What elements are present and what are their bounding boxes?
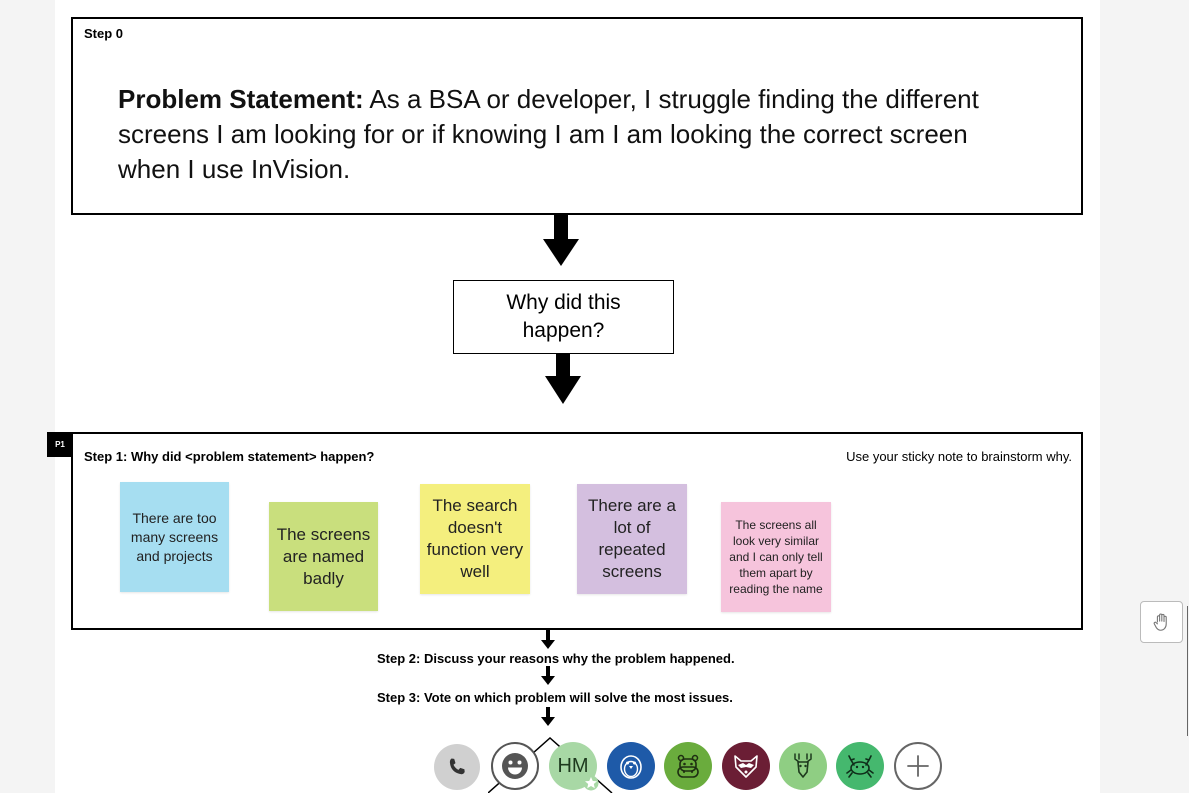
avatar-penguin[interactable] <box>607 742 655 790</box>
problem-statement-label: Problem Statement: <box>118 84 364 114</box>
crab-icon <box>846 755 874 778</box>
sticky-note-text: The search doesn't function very well <box>426 496 524 581</box>
hippo-icon <box>677 754 699 778</box>
deer-icon <box>794 753 812 778</box>
avatar-crab[interactable] <box>836 742 884 790</box>
sticky-note[interactable]: There are a lot of repeated screens <box>577 484 687 594</box>
add-collaborator-button[interactable] <box>894 742 942 790</box>
sticky-note-text: The screens all look very similar and I … <box>729 518 823 596</box>
star-icon <box>583 775 599 791</box>
step0-frame[interactable]: Step 0 Problem Statement: As a BSA or de… <box>71 17 1083 215</box>
penguin-icon <box>620 755 642 779</box>
arrow-down-icon <box>545 354 581 404</box>
arrow-down-icon <box>541 666 555 685</box>
step0-label: Step 0 <box>84 26 124 41</box>
raccoon-icon <box>734 755 758 778</box>
avatar-deer[interactable] <box>779 742 827 790</box>
avatar-raccoon[interactable] <box>722 742 770 790</box>
sticky-note-text: There are a lot of repeated screens <box>588 496 676 581</box>
panel-edge <box>1187 606 1188 736</box>
avatar-hippo[interactable] <box>664 742 712 790</box>
sticky-note[interactable]: The search doesn't function very well <box>420 484 530 594</box>
hand-icon <box>1153 613 1167 631</box>
call-button[interactable] <box>434 744 480 790</box>
arrow-down-icon <box>541 707 555 726</box>
step2-text: Step 2: Discuss your reasons why the pro… <box>377 651 735 666</box>
emoji-icon <box>502 753 528 779</box>
sticky-note[interactable]: The screens all look very similar and I … <box>721 502 831 612</box>
sticky-note-text: There are too many screens and projects <box>130 509 219 564</box>
add-icon <box>907 755 929 777</box>
problem-statement: Problem Statement: As a BSA or developer… <box>118 82 1018 187</box>
arrow-down-icon <box>543 215 579 266</box>
arrow-down-icon <box>541 630 555 649</box>
step1-hint: Use your sticky note to brainstorm why. <box>846 449 1072 464</box>
sticky-note[interactable]: There are too many screens and projects <box>120 482 229 592</box>
phone-icon <box>449 758 465 775</box>
hand-tool-button[interactable] <box>1140 601 1183 643</box>
step1-title: Step 1: Why did <problem statement> happ… <box>84 449 375 464</box>
avatar-hm[interactable]: HM <box>549 742 599 791</box>
frame-tag-p1: P1 <box>47 432 73 457</box>
avatar-initials: HM <box>557 754 589 777</box>
sticky-note[interactable]: The screens are named badly <box>269 502 378 611</box>
sticky-note-text: The screens are named badly <box>276 524 371 588</box>
why-happen-box[interactable]: Why did this happen? <box>453 280 674 354</box>
step3-text: Step 3: Vote on which problem will solve… <box>377 690 733 705</box>
problem-statement-text: As a BSA or developer, I struggle findin… <box>118 84 979 184</box>
reactions-button[interactable] <box>491 742 539 790</box>
